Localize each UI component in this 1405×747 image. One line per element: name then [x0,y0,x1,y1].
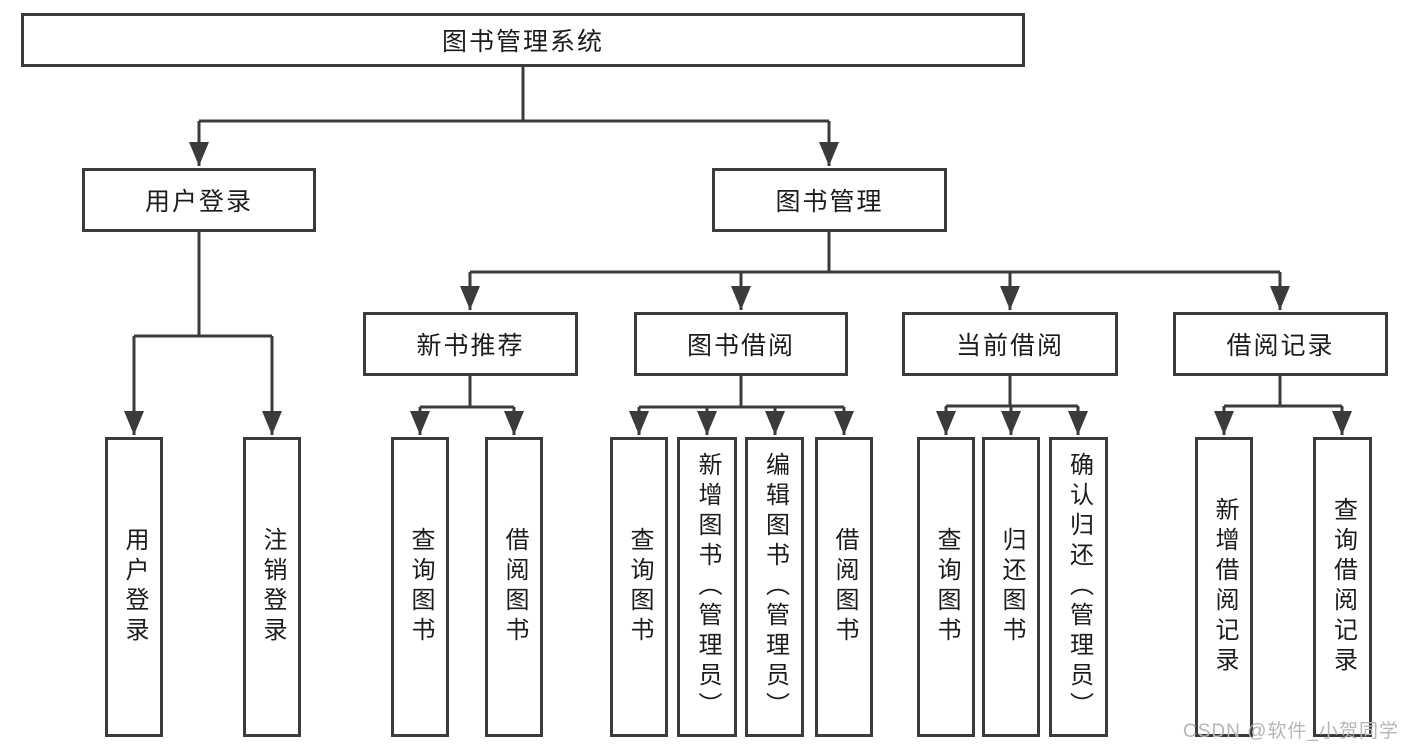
leaf-br-add-record: 新增借阅记录 [1195,437,1253,737]
csdn-watermark: CSDN @软件_小贺同学 [1183,721,1399,742]
leaf-label: 查询图书 [933,527,960,647]
node-label: 新书推荐 [416,332,525,360]
leaf-bb-edit-books-admin: 编辑图书（管理员） [745,437,804,737]
leaf-bb-query-books: 查询图书 [610,437,668,737]
leaf-bb-add-books-admin: 新增图书（管理员） [677,437,737,737]
leaf-label: 确认归还（管理员） [1065,452,1093,722]
leaf-label: 新增借阅记录 [1211,497,1238,677]
leaf-label: 查询借阅记录 [1329,497,1357,677]
node-book-borrowing: 图书借阅 [634,312,848,376]
node-label: 图书管理系统 [441,28,604,56]
leaf-label: 查询图书 [407,527,434,647]
node-label: 图书借阅 [686,332,795,360]
node-label: 借阅记录 [1226,332,1335,360]
node-borrowing-records: 借阅记录 [1173,312,1388,376]
leaf-label: 注销登录 [259,527,286,647]
leaf-label: 借阅图书 [831,527,858,647]
leaf-cb-confirm-return-admin: 确认归还（管理员） [1049,437,1108,737]
node-current-borrowing: 当前借阅 [902,312,1118,376]
leaf-logout: 注销登录 [243,437,301,737]
leaf-nbr-borrow-books: 借阅图书 [485,437,543,737]
leaf-label: 查询图书 [626,527,653,647]
leaf-nbr-query-books: 查询图书 [391,437,449,737]
node-label: 图书管理 [775,188,884,216]
leaf-label: 借阅图书 [501,527,528,647]
leaf-label: 新增图书（管理员） [694,452,721,722]
leaf-cb-return-books: 归还图书 [982,437,1040,737]
node-book-management: 图书管理 [712,168,947,232]
node-user-login: 用户登录 [82,168,316,232]
node-library-management-system: 图书管理系统 [21,13,1025,67]
leaf-br-query-record: 查询借阅记录 [1313,437,1372,737]
leaf-user-login: 用户登录 [105,437,163,737]
leaf-label: 用户登录 [121,527,148,647]
leaf-label: 编辑图书（管理员） [761,452,789,722]
node-new-book-recommend: 新书推荐 [363,312,578,376]
leaf-bb-borrow-books: 借阅图书 [815,437,873,737]
node-label: 当前借阅 [955,332,1064,360]
leaf-cb-query-books: 查询图书 [917,437,975,737]
leaf-label: 归还图书 [998,527,1025,647]
node-label: 用户登录 [144,188,253,216]
